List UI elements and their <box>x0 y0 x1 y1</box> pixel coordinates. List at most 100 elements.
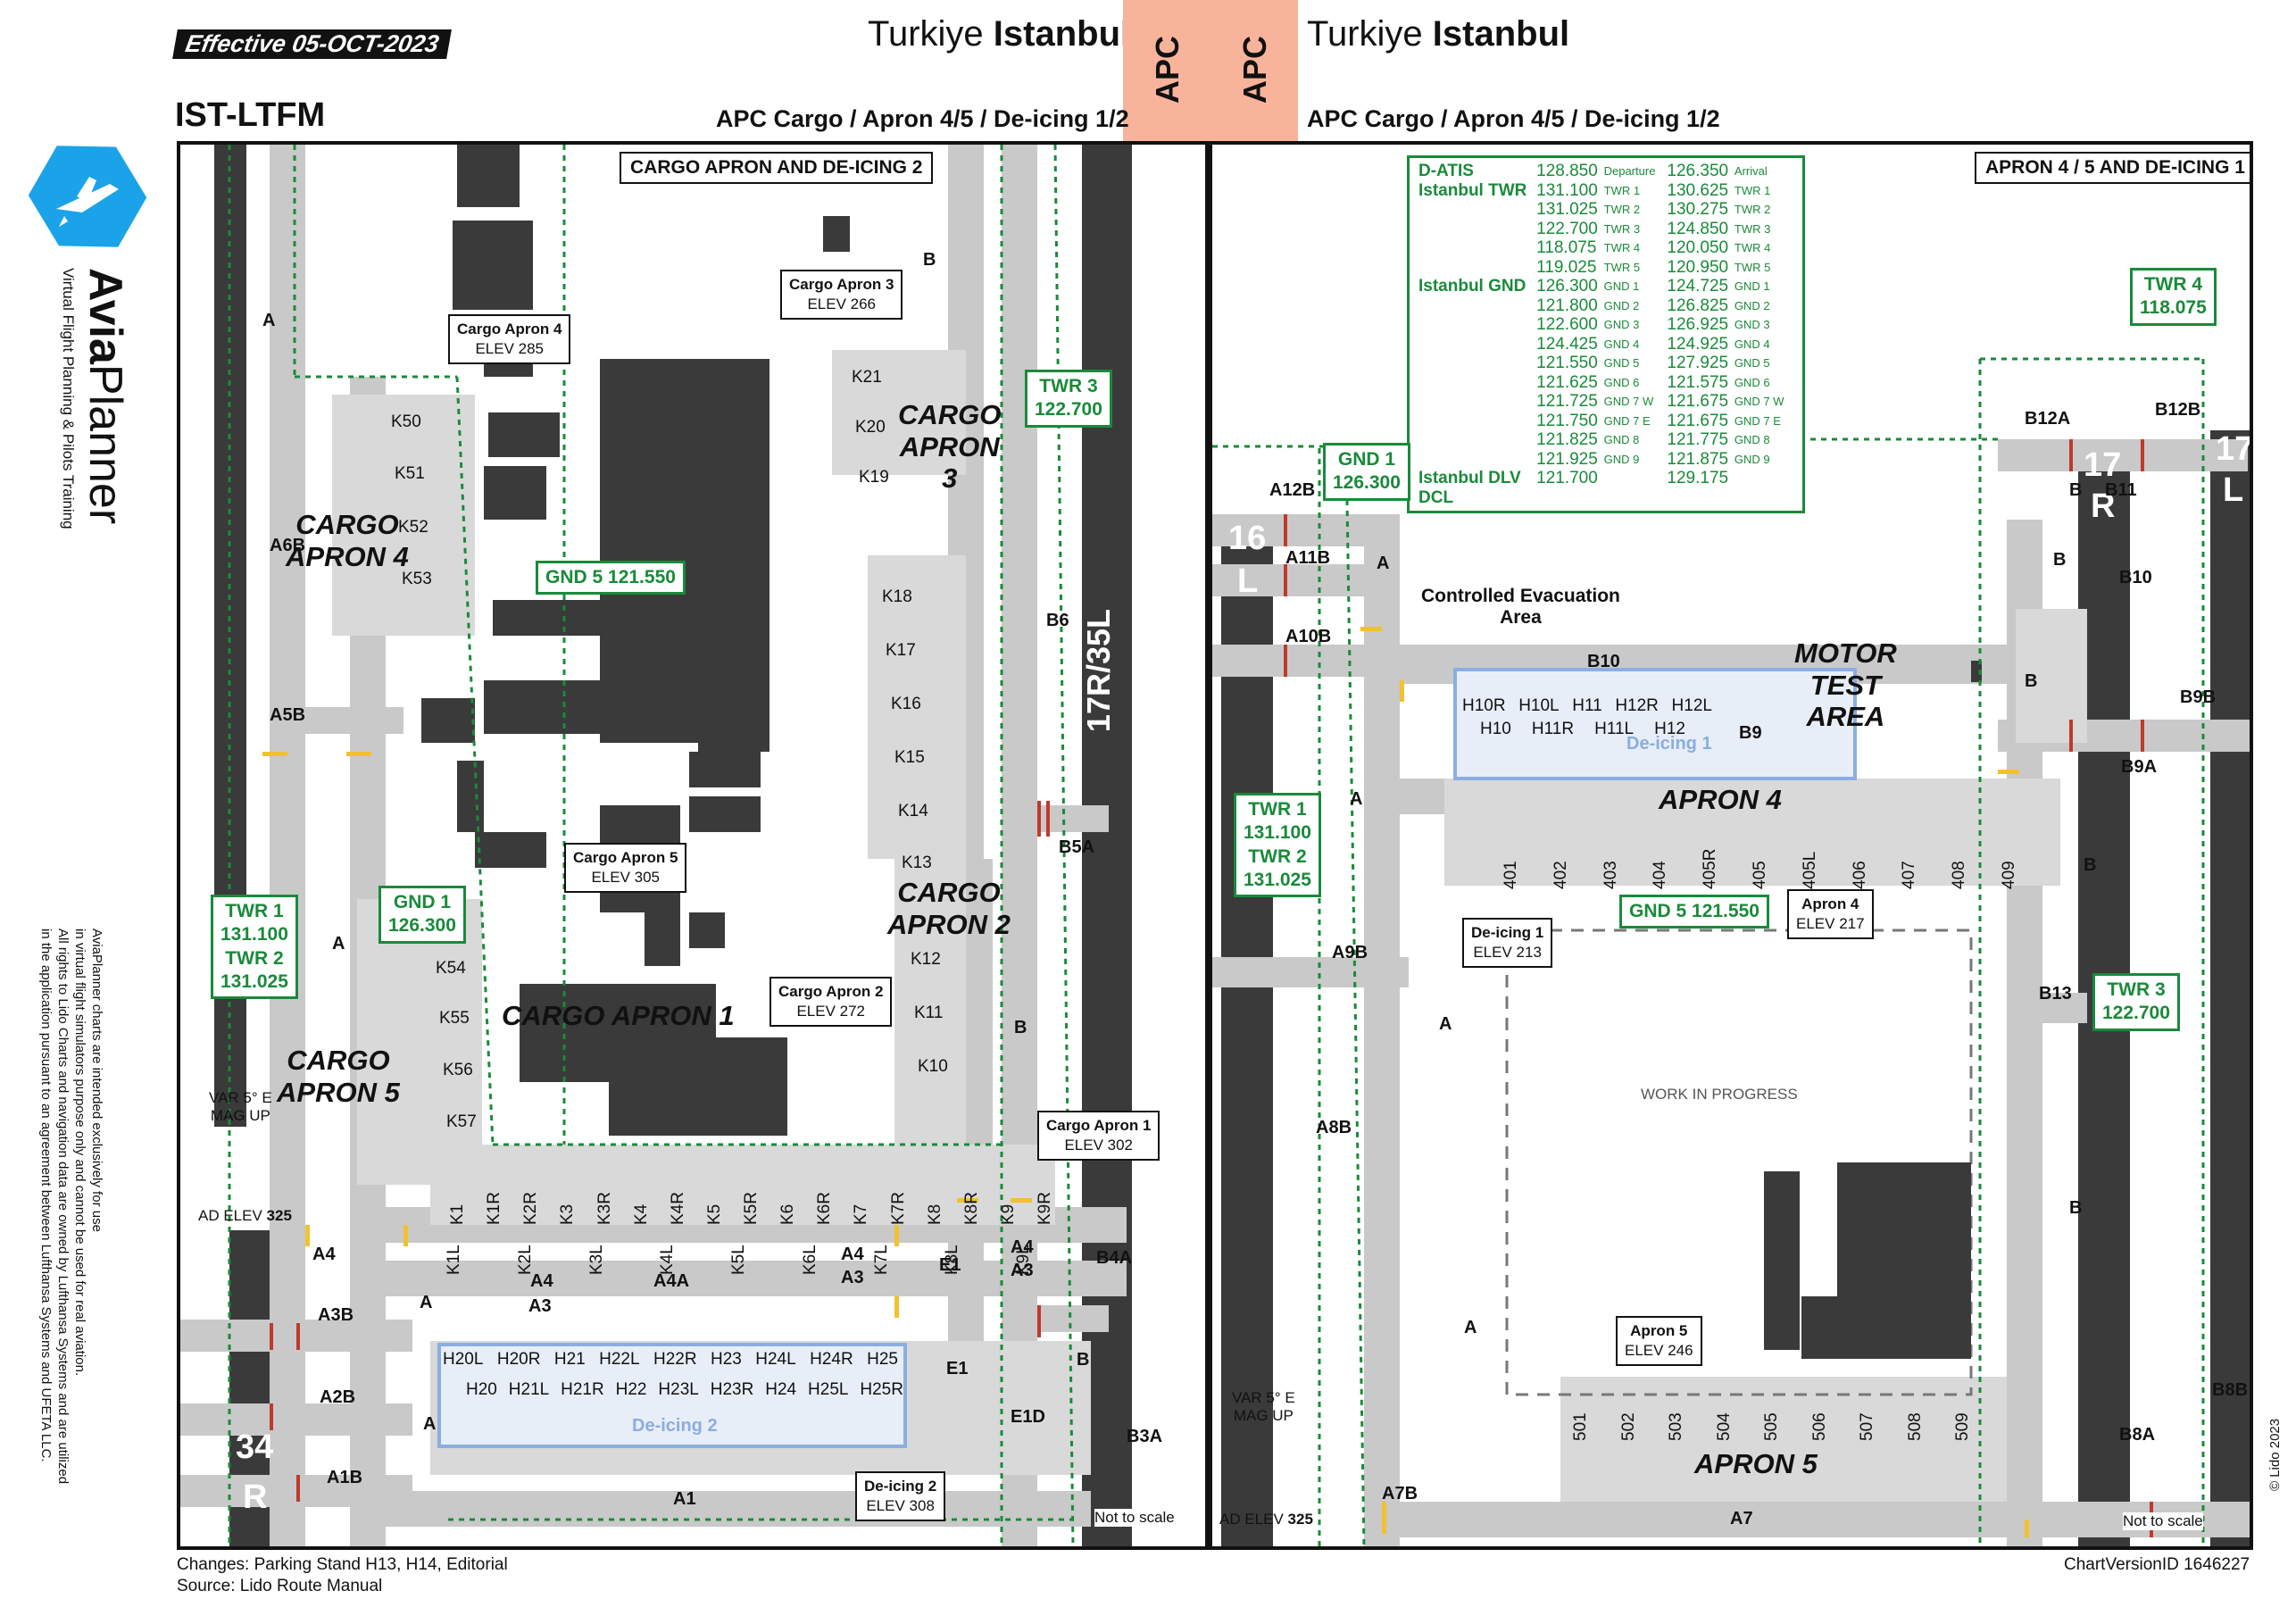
twy-a4-left[interactable]: A4 <box>312 1245 336 1264</box>
stand-h10l[interactable]: H10L <box>1518 696 1560 715</box>
twy-b-low[interactable]: B <box>1077 1350 1090 1370</box>
stand-k20[interactable]: K20 <box>855 418 886 437</box>
twy-b3a[interactable]: B3A <box>1127 1427 1163 1446</box>
stand-k18[interactable]: K18 <box>882 587 912 606</box>
stand-h12r[interactable]: H12R <box>1615 696 1659 715</box>
twy-e1-top[interactable]: E1 <box>939 1255 961 1275</box>
twy-a3-right[interactable]: A3 <box>841 1268 864 1287</box>
stand-509[interactable]: 509 <box>1953 1412 1972 1441</box>
twy-a7[interactable]: A7 <box>1730 1509 1753 1528</box>
stand-507[interactable]: 507 <box>1858 1412 1876 1441</box>
twy-b8a[interactable]: B8A <box>2119 1425 2156 1445</box>
twy-b11-b[interactable]: B <box>2069 480 2083 500</box>
stand-402[interactable]: 402 <box>1551 861 1570 889</box>
stand-k55[interactable]: K55 <box>439 1009 470 1028</box>
stand-k56[interactable]: K56 <box>443 1061 473 1079</box>
twy-a4-right[interactable]: A4 <box>841 1245 864 1264</box>
twy-a-low-right[interactable]: A <box>1439 1014 1452 1034</box>
stand-k3l[interactable]: K3L <box>586 1245 606 1275</box>
twy-b-mid[interactable]: B <box>1014 1018 1027 1037</box>
twy-a11b[interactable]: A11B <box>1285 548 1331 568</box>
stand-505[interactable]: 505 <box>1762 1412 1781 1441</box>
stand-k11[interactable]: K11 <box>914 1004 944 1022</box>
stand-506[interactable]: 506 <box>1809 1412 1829 1441</box>
stand-h21r[interactable]: H21R <box>561 1380 604 1399</box>
twy-a-mid-right[interactable]: A <box>1350 789 1363 809</box>
stand-407[interactable]: 407 <box>1900 861 1919 889</box>
twy-a6b[interactable]: A6B <box>270 536 306 555</box>
twy-e1-mid[interactable]: E1 <box>946 1359 969 1378</box>
stand-h11r[interactable]: H11R <box>1531 720 1575 738</box>
stand-405[interactable]: 405 <box>1750 861 1769 889</box>
stand-h10[interactable]: H10 <box>1480 720 1511 738</box>
stand-h22l[interactable]: H22L <box>599 1350 640 1369</box>
stand-k7l[interactable]: K7L <box>871 1245 891 1275</box>
twy-a4-mid[interactable]: A4 <box>530 1271 553 1291</box>
stand-504[interactable]: 504 <box>1714 1412 1734 1441</box>
twy-a12b[interactable]: A12B <box>1269 480 1316 500</box>
stand-h21l[interactable]: H21L <box>508 1380 550 1399</box>
stand-h11[interactable]: H11 <box>1572 696 1602 715</box>
twy-a-top-right[interactable]: A <box>1377 554 1390 573</box>
stand-k10[interactable]: K10 <box>918 1057 948 1076</box>
stand-401[interactable]: 401 <box>1502 861 1520 889</box>
twy-a5b[interactable]: A5B <box>270 705 306 725</box>
stand-k54[interactable]: K54 <box>436 959 466 978</box>
stand-k19[interactable]: K19 <box>859 468 889 487</box>
twy-b-right-top[interactable]: B <box>2025 671 2038 691</box>
stand-406[interactable]: 406 <box>1850 861 1869 889</box>
twy-a7b[interactable]: A7B <box>1382 1484 1418 1503</box>
stand-h22r[interactable]: H22R <box>653 1350 697 1369</box>
stand-h20[interactable]: H20 <box>466 1380 497 1399</box>
stand-k21[interactable]: K21 <box>852 368 882 387</box>
stand-k16[interactable]: K16 <box>891 695 921 713</box>
stand-408[interactable]: 408 <box>1950 861 1969 889</box>
stand-k1l[interactable]: K1L <box>445 1245 463 1275</box>
twy-a8b[interactable]: A8B <box>1316 1118 1352 1137</box>
twy-a3-far[interactable]: A3 <box>1011 1261 1034 1280</box>
twy-b6[interactable]: B6 <box>1046 611 1069 630</box>
stand-k4l[interactable]: K4L <box>658 1245 678 1275</box>
stand-502[interactable]: 502 <box>1618 1412 1638 1441</box>
stand-404[interactable]: 404 <box>1651 861 1670 889</box>
stand-h23l[interactable]: H23L <box>658 1380 699 1399</box>
stand-h24r[interactable]: H24R <box>810 1350 853 1369</box>
twy-b10-left[interactable]: B10 <box>1587 652 1620 671</box>
stand-k5l[interactable]: K5L <box>729 1245 748 1275</box>
stand-h12[interactable]: H12 <box>1654 720 1685 738</box>
twy-b12a[interactable]: B12A <box>2025 409 2071 429</box>
twy-a2b[interactable]: A2B <box>320 1387 356 1407</box>
stand-k14[interactable]: K14 <box>898 802 928 820</box>
twy-a4a[interactable]: A4A <box>653 1271 690 1291</box>
stand-h21[interactable]: H21 <box>553 1350 586 1369</box>
stand-h20l[interactable]: H20L <box>443 1350 484 1369</box>
stand-k52[interactable]: K52 <box>398 518 428 537</box>
stand-k15[interactable]: K15 <box>894 748 925 767</box>
stand-k57[interactable]: K57 <box>446 1112 477 1131</box>
twy-a-mid[interactable]: A <box>332 934 345 954</box>
stand-503[interactable]: 503 <box>1667 1412 1685 1441</box>
twy-a9b[interactable]: A9B <box>1332 943 1368 962</box>
twy-b11[interactable]: B11 <box>2105 480 2137 500</box>
twy-a1[interactable]: A1 <box>673 1489 696 1509</box>
twy-b4a[interactable]: B4A <box>1096 1248 1133 1268</box>
twy-b9a[interactable]: B9A <box>2121 757 2158 777</box>
twy-b13[interactable]: B13 <box>2039 984 2072 1004</box>
stand-501[interactable]: 501 <box>1571 1412 1590 1441</box>
stand-409[interactable]: 409 <box>1999 861 2018 889</box>
stand-k50[interactable]: K50 <box>391 412 421 431</box>
stand-h20r[interactable]: H20R <box>496 1350 541 1369</box>
twy-b-right-mid[interactable]: B <box>2084 855 2097 875</box>
stand-h10r[interactable]: H10R <box>1462 696 1506 715</box>
twy-a3b[interactable]: A3B <box>318 1305 354 1325</box>
twy-b10[interactable]: B10 <box>2119 568 2152 587</box>
stand-k53[interactable]: K53 <box>402 570 432 588</box>
stand-405l[interactable]: 405L <box>1800 851 1819 889</box>
twy-b9[interactable]: B9 <box>1739 723 1762 743</box>
stand-k9r[interactable]: K9R <box>1036 1192 1054 1225</box>
twy-b-right-low[interactable]: B <box>2069 1198 2083 1218</box>
stand-h25l[interactable]: H25L <box>808 1380 849 1399</box>
stand-k51[interactable]: K51 <box>395 464 425 483</box>
stand-k17[interactable]: K17 <box>886 641 916 660</box>
twy-a-bottom[interactable]: A <box>423 1414 437 1434</box>
